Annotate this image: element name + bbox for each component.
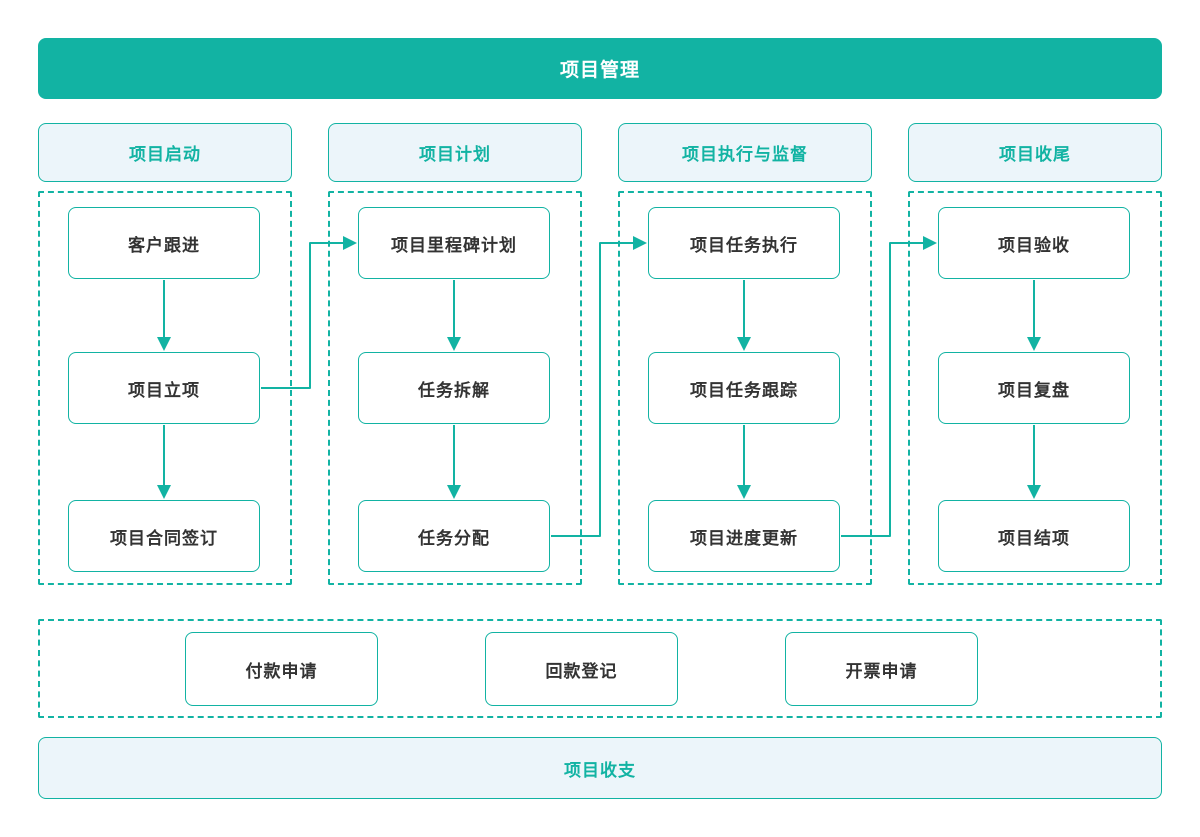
node-customer-follow-up: 客户跟进: [68, 207, 260, 279]
column-header-closure: 项目收尾: [908, 123, 1162, 182]
node-milestone-plan: 项目里程碑计划: [358, 207, 550, 279]
column-header-initiation: 项目启动: [38, 123, 292, 182]
node-task-tracking: 项目任务跟踪: [648, 352, 840, 424]
node-task-execution: 项目任务执行: [648, 207, 840, 279]
node-contract-signing: 项目合同签订: [68, 500, 260, 572]
node-payment-collection-register: 回款登记: [485, 632, 678, 706]
column-header-planning: 项目计划: [328, 123, 582, 182]
footer-banner: 项目收支: [38, 737, 1162, 799]
finance-group: [38, 619, 1162, 718]
node-project-closing: 项目结项: [938, 500, 1130, 572]
node-payment-request: 付款申请: [185, 632, 378, 706]
node-progress-update: 项目进度更新: [648, 500, 840, 572]
title-banner: 项目管理: [38, 38, 1162, 99]
node-invoice-request: 开票申请: [785, 632, 978, 706]
node-task-assignment: 任务分配: [358, 500, 550, 572]
column-header-execution: 项目执行与监督: [618, 123, 872, 182]
node-project-review: 项目复盘: [938, 352, 1130, 424]
node-project-approval: 项目立项: [68, 352, 260, 424]
node-task-breakdown: 任务拆解: [358, 352, 550, 424]
node-project-acceptance: 项目验收: [938, 207, 1130, 279]
